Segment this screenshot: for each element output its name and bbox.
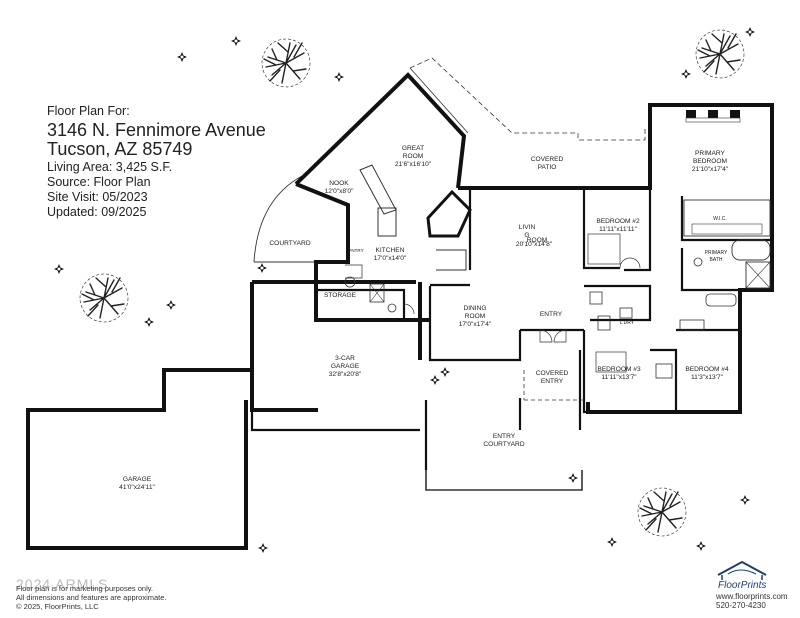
great-room-dims: 21'6"x16'10"	[395, 161, 432, 168]
copyright: © 2025, FloorPrints, LLC	[16, 602, 99, 611]
wic-label: W.I.C.	[713, 216, 727, 222]
dining-room-dims: 17'0"x17'4"	[459, 321, 492, 328]
brand-name: FloorPrints	[718, 580, 767, 591]
covered-entry-label: COVERED	[536, 370, 569, 377]
three-car-garage-label-2: GARAGE	[331, 363, 360, 370]
three-car-garage-dims: 32'8"x20'8"	[329, 371, 362, 378]
primary-bedroom-label-2: BEDROOM	[693, 158, 727, 165]
plan-label: Floor Plan For:	[47, 104, 130, 118]
entry-courtyard-label: ENTRY	[493, 433, 516, 440]
great-room-label-2: ROOM	[403, 153, 424, 160]
bedroom-4-dims: 11'3"x13'7"	[691, 374, 724, 381]
primary-bath-label: PRIMARY	[705, 250, 728, 256]
laundry-label: L'DRY	[620, 320, 635, 326]
storage-label: STORAGE	[324, 292, 357, 299]
pantry-label: PNTRY	[348, 248, 363, 253]
plan-source: Source: Floor Plan	[47, 175, 151, 189]
dining-room-label: DINING	[463, 305, 486, 312]
covered-patio-label-2: PATIO	[538, 164, 557, 171]
shrub-icon	[696, 541, 706, 551]
kitchen-label: KITCHEN	[376, 247, 405, 254]
tree-icon	[695, 29, 745, 79]
shrub-icon	[334, 72, 344, 82]
shrub-icon	[745, 27, 755, 37]
covered-patio-label: COVERED	[531, 156, 564, 163]
shrub-icon	[258, 543, 268, 553]
dining-room-label-2: ROOM	[465, 313, 486, 320]
three-car-garage-label: 3-CAR	[335, 355, 355, 362]
disclaimer-line-1: Floor plan is for marketing purposes onl…	[16, 584, 154, 593]
garage-label: GARAGE	[123, 476, 152, 483]
primary-bath-label-2: BATH	[710, 257, 723, 263]
shrub-icon	[607, 537, 617, 547]
bedroom-3-label: BEDROOM #3	[597, 366, 641, 373]
courtyard-label: COURTYARD	[269, 240, 310, 247]
shrub-icon	[144, 317, 154, 327]
shrub-icon	[740, 495, 750, 505]
living-room-dims: 20'10"x14'8"	[516, 241, 553, 248]
address-street: 3146 N. Fennimore Avenue	[47, 120, 266, 140]
address-city: Tucson, AZ 85749	[47, 139, 193, 159]
living-room-label: LIVIN	[519, 224, 536, 231]
shrub-icon	[231, 36, 241, 46]
bedroom-3-dims: 11'11"x13'7"	[601, 374, 637, 381]
living-room-label-3: ROOM	[527, 237, 548, 244]
garage-dims: 41'0"x24'11"	[119, 484, 155, 491]
kitchen-dims: 17'0"x14'0"	[374, 255, 407, 262]
room-labels: GREAT ROOM 21'6"x16'10" NOOK 12'0"x8'0" …	[119, 145, 729, 491]
floorprints-logo	[717, 560, 767, 580]
tree-icon	[637, 487, 687, 537]
covered-entry-label-2: ENTRY	[541, 378, 564, 385]
shrub-icon	[177, 52, 187, 62]
brand-phone: 520-270-4230	[716, 601, 766, 610]
shrub-icon	[166, 300, 176, 310]
tree-icon	[79, 273, 129, 323]
updated-date: Updated: 09/2025	[47, 205, 147, 219]
disclaimer-line-2: All dimensions and features are approxim…	[16, 593, 167, 602]
shrub-icon	[440, 367, 450, 377]
shrub-icon	[430, 375, 440, 385]
entry-courtyard-label-2: COURTYARD	[483, 441, 524, 448]
water-heater-label: WH	[346, 280, 354, 285]
nook-dims: 12'0"x8'0"	[325, 188, 354, 195]
living-area: Living Area: 3,425 S.F.	[47, 160, 173, 174]
shrub-icon	[681, 69, 691, 79]
shrub-icon	[54, 264, 64, 274]
nook-label: NOOK	[329, 180, 349, 187]
living-room-label-2: G	[524, 232, 529, 239]
entry-label: ENTRY	[540, 311, 563, 318]
bedroom-2-dims: 11'11"x11'11"	[599, 226, 638, 233]
primary-bedroom-label: PRIMARY	[695, 150, 726, 157]
primary-bedroom-dims: 21'10"x17'4"	[692, 166, 729, 173]
bedroom-2-label: BEDROOM #2	[596, 218, 640, 225]
tree-icon	[261, 38, 311, 88]
great-room-label: GREAT	[402, 145, 424, 152]
shrub-icon	[568, 473, 578, 483]
bedroom-4-label: BEDROOM #4	[685, 366, 729, 373]
shrub-icon	[257, 263, 267, 273]
brand-website: www.floorprints.com	[716, 592, 788, 601]
site-visit: Site Visit: 05/2023	[47, 190, 148, 204]
armls-watermark: 2024 ARMLS	[16, 576, 109, 592]
